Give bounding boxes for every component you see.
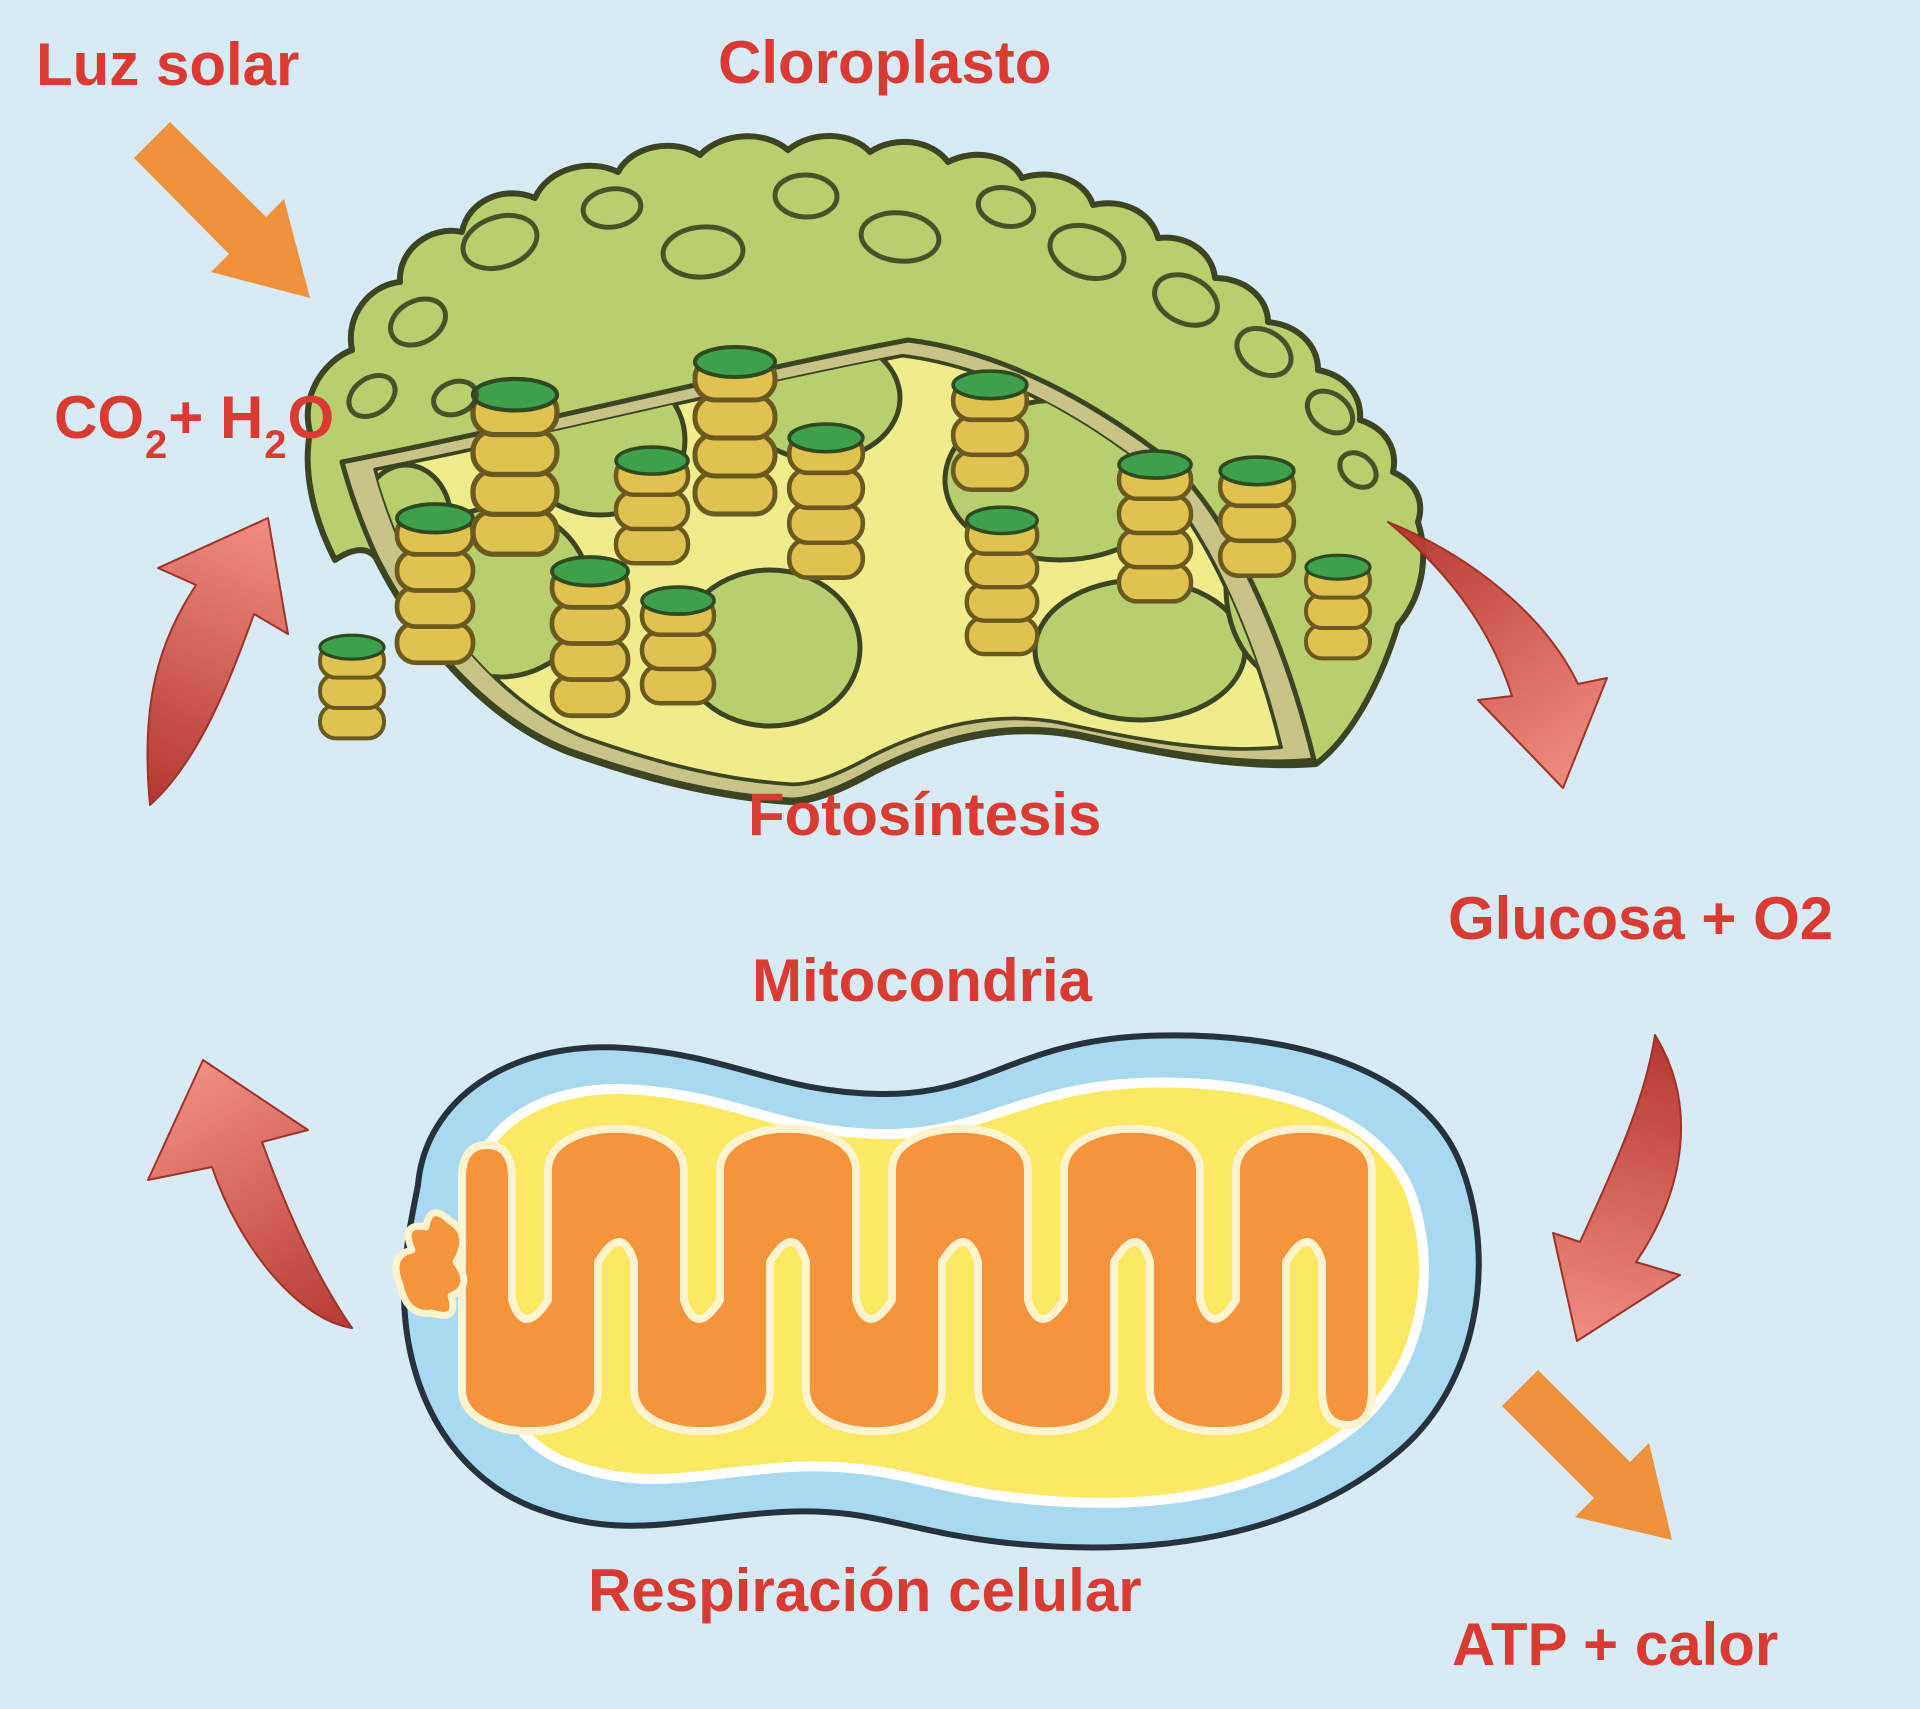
label-sunlight: Luz solar: [36, 31, 300, 98]
arrows: [134, 122, 1682, 1540]
label-cellular-respiration: Respiración celular: [588, 1557, 1142, 1624]
label-co2-h2o: CO2+ H2O: [54, 384, 335, 468]
label-atp-heat: ATP + calor: [1452, 1611, 1779, 1678]
chloroplast-to-glucose-arrow-icon: [1387, 521, 1608, 789]
chloroplast-surface-bumps: [346, 172, 1379, 490]
label-mitochondrion: Mitocondria: [752, 947, 1092, 1014]
h2o-subscript: 2: [264, 423, 287, 467]
label-chloroplast: Cloroplasto: [718, 29, 1052, 96]
plus-h: + H: [168, 384, 264, 451]
label-photosynthesis: Fotosíntesis: [748, 781, 1102, 848]
co2-prefix: CO: [54, 384, 144, 451]
label-glucose-o2: Glucosa + O2: [1448, 885, 1834, 952]
mitochondria-illustration: [392, 1032, 1482, 1551]
mitochondria-cristae-arm: [392, 1209, 468, 1319]
glucose-to-mitochondria-arrow-icon: [1552, 1034, 1682, 1342]
h2o-suffix: O: [287, 384, 335, 451]
atp-output-arrow-icon: [1502, 1370, 1672, 1540]
mitochondria-cristae: [458, 1124, 1376, 1436]
chloroplast-illustration: [304, 133, 1427, 805]
co2-to-chloroplast-arrow-icon: [146, 517, 289, 806]
mitochondria-to-co2-arrow-icon: [147, 1059, 353, 1329]
co2-subscript: 2: [145, 423, 168, 467]
sunlight-arrow-icon: [134, 122, 310, 298]
